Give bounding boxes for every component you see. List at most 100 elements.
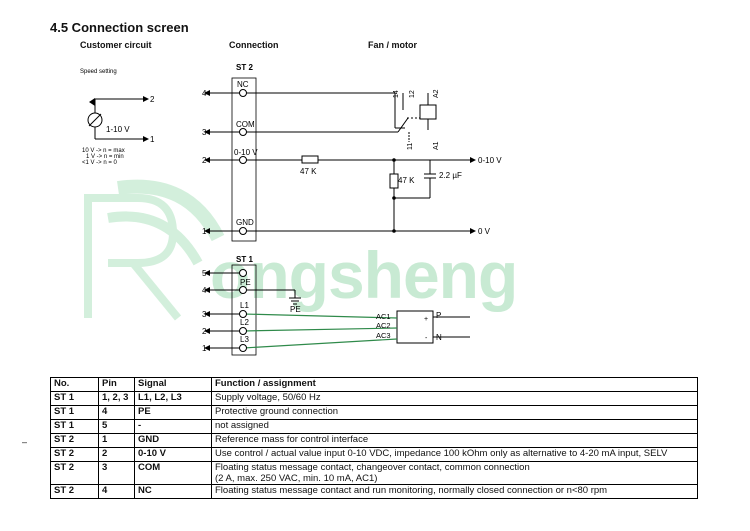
arrow-left-icon (204, 270, 210, 276)
st1-label-l1: L1 (240, 301, 249, 310)
st2-terminal-com (239, 128, 247, 136)
relay-label: 11 (407, 143, 414, 150)
st1-num: 5 (202, 269, 207, 278)
relay-label: 12 (409, 90, 416, 98)
cell-no: ST 2 (50, 461, 99, 485)
output-p-label: P (436, 311, 441, 320)
cell-function: Supply voltage, 50/60 Hz (211, 391, 698, 406)
relay-label: A2 (433, 89, 440, 98)
rectifier-minus: - (425, 335, 428, 342)
st1-label-l3: L3 (240, 335, 249, 344)
speed-note: <1 V -> n = 0 (82, 160, 118, 166)
cell-pin: 5 (98, 419, 135, 434)
rectifier-plus: + (424, 316, 428, 323)
st2-label-0-10v: 0-10 V (234, 148, 258, 157)
st1-label-l2: L2 (240, 318, 249, 327)
output-0v-label: 0 V (478, 227, 491, 236)
st2-terminal-gnd (239, 227, 247, 235)
st1-num: 2 (202, 327, 207, 336)
cell-pin: 3 (98, 461, 135, 485)
table-row: ST 2 1 GND Reference mass for control in… (50, 433, 698, 448)
cell-signal: NC (134, 484, 212, 499)
st1-terminal-pe (239, 286, 247, 294)
cell-signal: - (134, 419, 212, 434)
pin-2-label: 2 (150, 95, 155, 104)
cell-no: ST 1 (50, 405, 99, 420)
relay-label: 14 (393, 90, 400, 98)
arrow-left-icon (204, 345, 210, 351)
connection-diagram: Speed setting 1-10 V 2 1 10 V -> n = max… (80, 63, 502, 356)
speed-note: 1 V -> n = min (86, 154, 124, 160)
cell-function: Floating status message contact and run … (211, 484, 698, 499)
st2-label-com: COM (236, 120, 255, 129)
cell-function: not assigned (211, 419, 698, 434)
st2-terminal-nc (239, 89, 247, 97)
arrow-right-icon (470, 157, 476, 163)
capacitor-label: 2.2 µF (439, 171, 462, 180)
section-title: 4.5 Connection screen (50, 20, 189, 35)
arrow-right-icon (143, 96, 149, 102)
customer-circuit-label: Customer circuit (80, 40, 152, 50)
st2-label-nc: NC (237, 80, 249, 89)
cell-pin: 1 (98, 433, 135, 448)
table-row: ST 1 5 - not assigned (50, 419, 698, 434)
st1-num: 3 (202, 310, 207, 319)
cell-signal: COM (134, 461, 212, 485)
st1-terminal-l1 (239, 310, 247, 318)
header-signal: Signal (134, 377, 212, 392)
pin-1-label: 1 (150, 135, 155, 144)
header-function: Function / assignment (211, 377, 698, 392)
st2-num: 2 (202, 156, 207, 165)
st2-num: 4 (202, 89, 207, 98)
cell-function: Reference mass for control interface (211, 433, 698, 448)
cell-pin: 1, 2, 3 (98, 391, 135, 406)
table-row: ST 1 4 PE Protective ground connection (50, 405, 698, 420)
st1-label-pe: PE (240, 278, 251, 287)
arrow-left-icon (204, 287, 210, 293)
st1-num: 1 (202, 344, 207, 353)
fan-motor-label: Fan / motor (368, 40, 417, 50)
arrow-left-icon (204, 328, 210, 334)
pot-range-label: 1-10 V (106, 125, 130, 134)
cell-signal: PE (134, 405, 212, 420)
connection-label: Connection (229, 40, 279, 50)
cell-no: ST 2 (50, 447, 99, 462)
st1-terminal-l2 (239, 327, 247, 335)
table-header-row: No. Pin Signal Function / assignment (50, 377, 698, 392)
cell-function: Use control / actual value input 0-10 VD… (211, 447, 698, 462)
series-resistor-label: 47 K (300, 167, 317, 176)
arrow-left-icon (204, 90, 210, 96)
relay-label: A1 (433, 141, 440, 150)
st2-num: 3 (202, 128, 207, 137)
arrow-left-icon (204, 129, 210, 135)
arrow-left-icon (204, 311, 210, 317)
ac1-label: AC1 (376, 312, 391, 321)
cell-pin: 2 (98, 447, 135, 462)
table-row: ST 1 1, 2, 3 L1, L2, L3 Supply voltage, … (50, 391, 698, 406)
output-n-label: N (436, 333, 442, 342)
header-no: No. (50, 377, 99, 392)
pin-assignment-table: No. Pin Signal Function / assignment ST … (50, 377, 698, 499)
cell-function-line: (2 A, max. 250 VAC, min. 10 mA, AC1) (215, 473, 378, 484)
arrow-right-icon (470, 228, 476, 234)
cell-function: Protective ground connection (211, 405, 698, 420)
margin-tick: – (22, 437, 28, 447)
ac3-label: AC3 (376, 331, 391, 340)
cell-no: ST 2 (50, 433, 99, 448)
table-row: ST 2 3 COM Floating status message conta… (50, 461, 698, 485)
st2-label-gnd: GND (236, 218, 254, 227)
st1-terminal-l3 (239, 344, 247, 352)
arrow-right-icon (143, 136, 149, 142)
st1-title: ST 1 (236, 255, 253, 264)
table-row: ST 2 4 NC Floating status message contac… (50, 484, 698, 499)
st2-terminal-0-10v (239, 156, 247, 164)
output-0-10v-label: 0-10 V (478, 156, 502, 165)
speed-setting-label: Speed setting (80, 69, 117, 75)
cell-function: Floating status message contact, changeo… (211, 461, 698, 485)
arrow-left-icon (204, 157, 210, 163)
speed-note: 10 V -> n = max (82, 148, 125, 154)
cell-pin: 4 (98, 484, 135, 499)
cell-signal: 0-10 V (134, 447, 212, 462)
cell-pin: 4 (98, 405, 135, 420)
st1-terminal-5 (239, 269, 247, 277)
